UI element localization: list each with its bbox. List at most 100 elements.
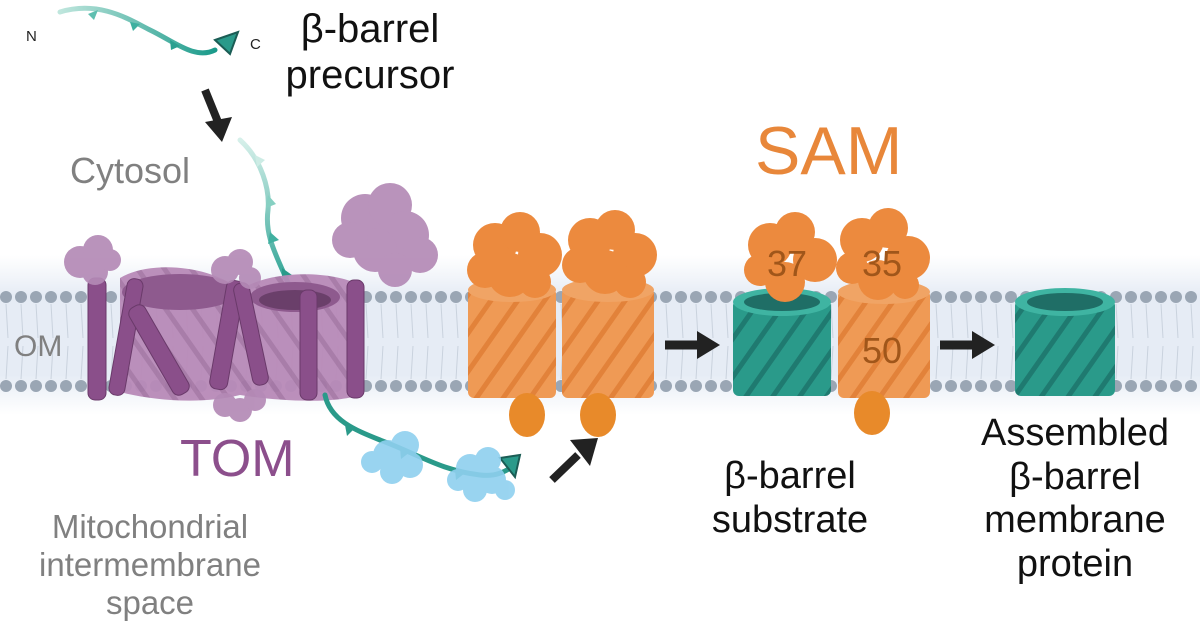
lipid-head [1140,380,1152,392]
cytosol-label: Cytosol [70,150,191,191]
lipid-head [945,291,957,303]
sam37-label: 37 [767,243,808,284]
lipid-head [0,291,12,303]
lipid-tail [425,345,429,380]
chaperone-complexes [361,431,515,502]
precursor-title: β-barrel precursor [270,6,470,98]
tom-complex [64,183,438,422]
lipid-tail [710,345,714,380]
arrow-to-sam [549,438,598,483]
lipid-tail [1190,345,1194,380]
lipid-tail [395,345,399,380]
lipid-tail [35,345,39,380]
lipid-head [30,380,42,392]
lipid-head [105,291,117,303]
ims-line-3: space [105,583,195,621]
lipid-tail [1115,345,1119,380]
lipid-tail [725,345,729,380]
lipid-head [930,291,942,303]
lipid-tail [425,303,429,339]
lipid-head [30,291,42,303]
lipid-tail [1175,303,1179,339]
precursor-line-2: precursor [285,53,455,97]
lipid-head [660,380,672,392]
lipid-head [1005,291,1017,303]
tom-label: TOM [180,430,295,488]
lipid-head [960,380,972,392]
lipid-head [675,380,687,392]
lipid-tail [5,345,9,380]
c-terminus-label: C [250,36,261,53]
lipid-head [975,291,987,303]
lipid-tail [950,345,954,380]
lipid-tail [365,345,369,380]
lipid-tail [965,303,969,339]
lipid-tail [440,345,444,380]
lipid-head [405,291,417,303]
lipid-tail [1115,303,1119,339]
substrate-label: β-barrel substrate [690,455,890,542]
lipid-head [1140,291,1152,303]
lipid-head [1170,291,1182,303]
assembled-barrel [1015,288,1115,396]
lipid-tail [1190,303,1194,339]
lipid-head [420,291,432,303]
lipid-tail [680,303,684,339]
lipid-head [390,291,402,303]
lipid-tail [395,303,399,339]
lipid-head [1170,380,1182,392]
lipid-head [375,380,387,392]
arrow-to-tom [201,88,232,142]
lipid-tail [440,303,444,339]
lipid-tail [1160,303,1164,339]
lipid-head [435,291,447,303]
ims-label: Mitochondrial intermembrane space [10,508,290,622]
substrate-line-2: substrate [711,498,869,541]
lipid-tail [80,303,84,339]
lipid-head [75,380,87,392]
lipid-tail [665,345,669,380]
lipid-tail [935,345,939,380]
lipid-head [60,291,72,303]
lipid-tail [680,345,684,380]
lipid-head [435,380,447,392]
lipid-head [45,380,57,392]
lipid-head [990,291,1002,303]
lipid-tail [725,303,729,339]
lipid-tail [995,345,999,380]
lipid-head [990,380,1002,392]
arrow-to-assembled [940,331,995,359]
lipid-head [1185,380,1197,392]
lipid-tail [455,303,459,339]
lipid-head [975,380,987,392]
lipid-head [1155,291,1167,303]
lipid-head [1125,380,1137,392]
lipid-head [375,291,387,303]
lipid-tail [380,303,384,339]
lipid-head [15,291,27,303]
assembled-line-1: Assembled [981,412,1169,454]
assembled-line-2: β-barrel [1009,455,1141,498]
precursor-line-1: β-barrel [300,7,440,51]
lipid-head [450,291,462,303]
sam-complex [467,210,657,437]
lipid-head [690,291,702,303]
lipid-tail [365,303,369,339]
lipid-head [960,291,972,303]
assembled-label: Assembled β-barrel membrane protein [960,412,1190,587]
sam50-label: 50 [862,330,903,371]
precursor-chain [57,5,240,56]
lipid-head [720,380,732,392]
lipid-tail [935,303,939,339]
lipid-tail [995,303,999,339]
lipid-head [75,291,87,303]
sam35-label: 35 [862,243,903,284]
lipid-tail [455,345,459,380]
sam-with-substrate [733,208,930,435]
lipid-head [690,380,702,392]
lipid-tail [1175,345,1179,380]
lipid-tail [950,303,954,339]
lipid-head [45,291,57,303]
lipid-head [675,291,687,303]
